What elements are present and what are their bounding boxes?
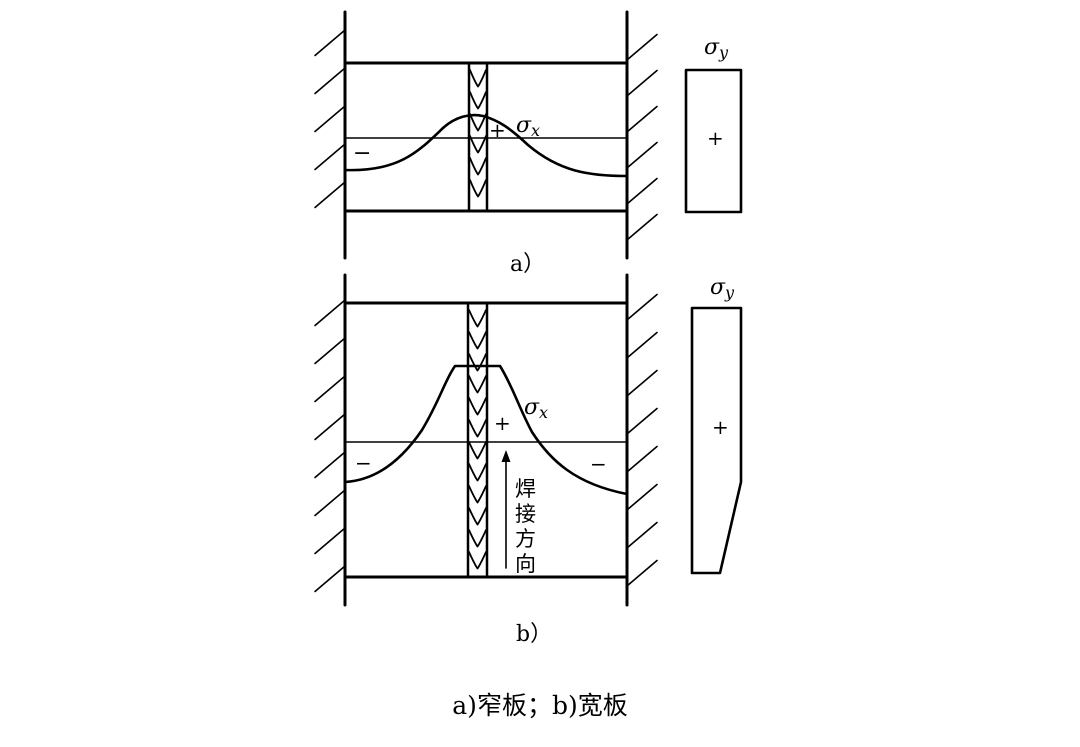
weld-direction-char-3: 方: [515, 527, 536, 551]
sigma-y-profile-b: + σy: [690, 275, 743, 575]
sublabel-a: a）: [510, 252, 545, 277]
wall-right-b: [625, 273, 658, 607]
hatch-right-a: [626, 33, 658, 241]
sigma-x-curve-a: [343, 113, 629, 178]
sigma-y-profile-a: + σy: [684, 35, 743, 214]
sigma-x-label-a: σx: [516, 113, 540, 140]
plus-sign-center-b: +: [494, 411, 511, 435]
profile-plus-sign-a: +: [707, 126, 724, 150]
figure-caption: a)窄板；b)宽板: [452, 691, 628, 720]
minus-sign-right-b: −: [590, 452, 607, 476]
wall-right-a: [625, 10, 658, 260]
wall-left-a: [314, 10, 347, 260]
weld-seam-a: [467, 63, 489, 213]
weld-direction-char-4: 向: [515, 552, 536, 576]
sigma-x-curve-b: [343, 364, 629, 496]
diagram-a: − + σx + σy a）: [314, 10, 743, 277]
weld-seam-b: [466, 303, 489, 579]
profile-plus-sign-b: +: [712, 415, 729, 439]
weld-direction-char-2: 接: [515, 502, 536, 526]
sigma-x-label-b: σx: [524, 395, 548, 422]
weld-direction-char-1: 焊: [515, 477, 536, 501]
weld-direction-text: 焊 接 方 向: [515, 477, 536, 576]
minus-sign-left-b: −: [355, 451, 372, 475]
sublabel-b: b）: [516, 622, 552, 647]
diagram-b: − − + σx 焊 接 方 向 + σy b）: [314, 273, 743, 647]
minus-sign-left-a: −: [353, 141, 371, 166]
weld-direction-arrow: [501, 450, 511, 569]
hatch-left-a: [314, 29, 346, 209]
hatch-left-b: [314, 299, 346, 593]
sigma-y-label-b: σy: [710, 275, 735, 302]
hatch-right-b: [626, 293, 658, 587]
plus-sign-center-a: +: [489, 118, 506, 142]
sigma-y-label-a: σy: [704, 35, 729, 62]
wall-left-b: [314, 273, 347, 607]
